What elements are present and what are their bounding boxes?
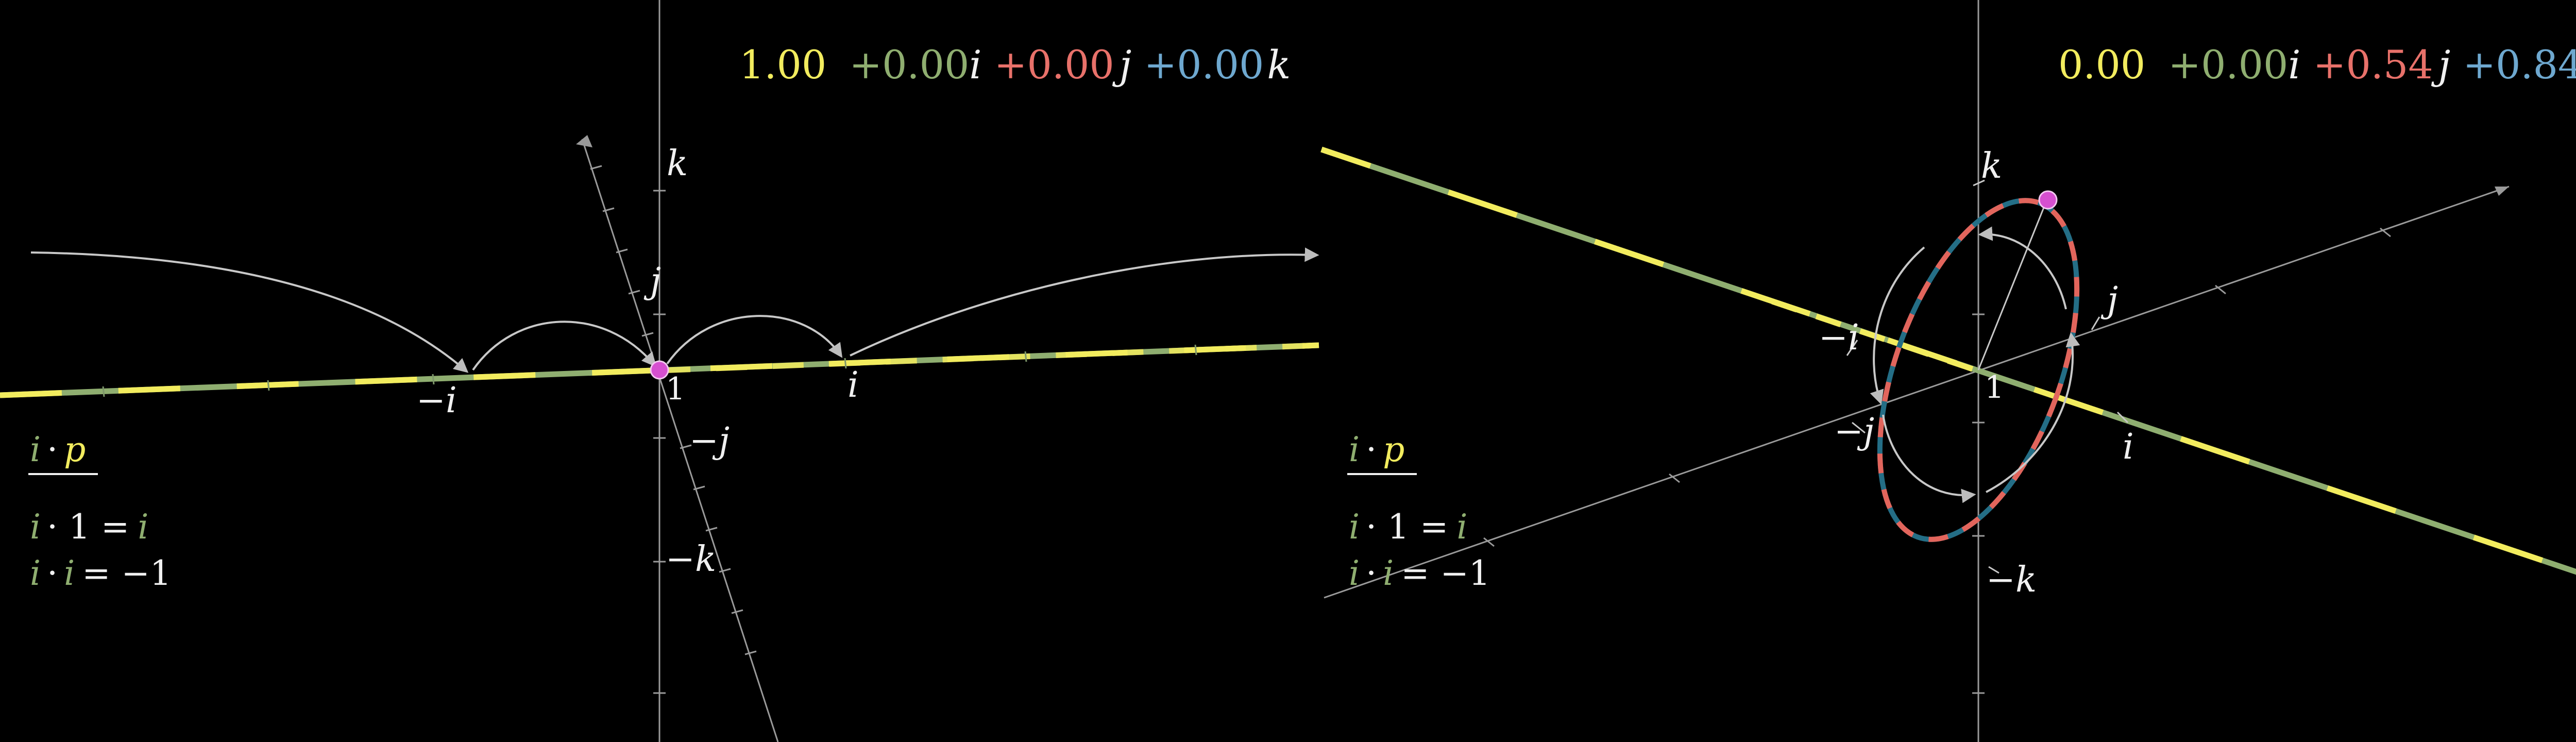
left-label-neg-k: −k (666, 539, 716, 580)
left-readout-z-unit: k (1267, 42, 1291, 88)
right-diagonal-axis (1324, 185, 2510, 599)
right-rotation-arrow-2 (1882, 414, 1976, 503)
right-rotation-arrow-4 (1978, 226, 2067, 310)
left-label-k: k (667, 143, 688, 184)
left-quaternion-point (650, 360, 669, 380)
left-label-i: i (848, 365, 859, 406)
right-ellipse-dashes (1877, 198, 2080, 542)
left-readout-x-sign: + (849, 42, 882, 88)
right-readout-y: 0.54 (2346, 42, 2433, 88)
right-vertical-ticks (1972, 313, 1985, 694)
right-label-k: k (1981, 146, 2002, 187)
left-label-one: 1 (666, 371, 685, 407)
right-label-neg-i: −i (1819, 317, 1859, 358)
left-readout-x-unit: i (969, 42, 981, 88)
left-label-neg-i: −i (416, 380, 457, 421)
left-curve-arrow-inner-right (666, 315, 843, 365)
right-readout-x-unit: i (2288, 42, 2300, 88)
left-tilted-ticks (590, 165, 757, 655)
left-readout-z-sign: + (1144, 42, 1177, 88)
right-formula-block: i·p i· 1 =i i·i= −1 (1347, 430, 1490, 593)
left-formula-line1: i· 1 =i (30, 507, 148, 547)
right-label-i: i (2123, 427, 2134, 467)
right-formula-header: i·p (1349, 430, 1404, 469)
left-readout-x: 0.00 (882, 42, 969, 88)
left-curve-arrow-outer-left (30, 251, 469, 373)
right-formula-line1: i· 1 =i (1349, 507, 1467, 547)
left-formula-block: i·p i· 1 =i i·i= −1 (28, 430, 172, 593)
left-i-line-dashes (0, 342, 1319, 398)
left-curve-arrow-outer-right (850, 247, 1319, 357)
left-formula-header: i·p (30, 430, 86, 469)
right-readout-y-sign: + (2313, 42, 2346, 88)
left-readout-y-sign: + (994, 42, 1027, 88)
right-label-neg-k: −k (1986, 560, 2037, 600)
left-readout-y: 0.00 (1027, 42, 1114, 88)
right-rotation-arrow-3 (1986, 332, 2080, 493)
left-vertical-ticks (653, 190, 666, 694)
right-readout-x-sign: + (2168, 42, 2201, 88)
left-readout-w: 1.00 (739, 42, 826, 88)
left-tilted-axis (581, 139, 779, 742)
right-rotation-arrow-1 (1870, 246, 1925, 405)
right-i-line (1320, 146, 2576, 575)
right-label-neg-j: −j (1834, 411, 1874, 452)
left-formula-line2: i·i= −1 (30, 553, 172, 593)
right-radius-line (1977, 199, 2048, 370)
right-formula-line2: i·i= −1 (1349, 553, 1490, 593)
right-diagonal-ticks (1483, 227, 2391, 547)
right-quaternion-point (2038, 190, 2058, 210)
left-tilted-axis-arrow (576, 135, 592, 147)
right-diagonal-axis-arrow (2495, 187, 2509, 196)
right-readout-z-sign: + (2463, 42, 2496, 88)
right-label-one: 1 (1985, 369, 2004, 406)
right-readout-x: 0.00 (2201, 42, 2288, 88)
left-curve-arrow-inner-left (472, 321, 656, 371)
right-readout-z: 0.84 (2496, 42, 2576, 88)
left-label-neg-j: −j (689, 420, 730, 461)
left-i-line-ticks (102, 344, 1197, 397)
right-readout-w: 0.00 (2058, 42, 2145, 88)
right-quaternion-readout: 0.00 +0.00i +0.54j +0.84k (2058, 42, 2576, 88)
left-readout-z: 0.00 (1177, 42, 1264, 88)
right-label-ticks (1846, 179, 2129, 574)
